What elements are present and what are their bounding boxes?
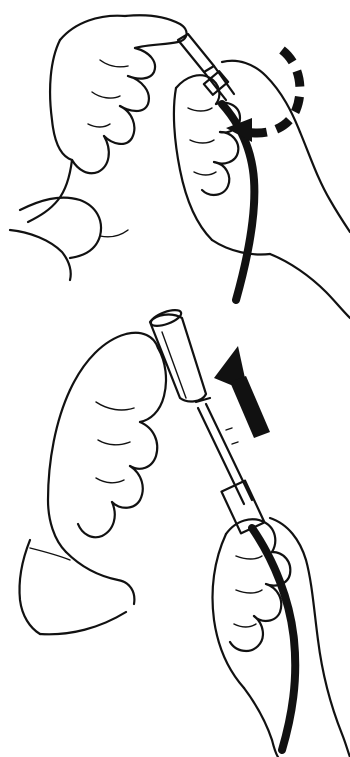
left-hand-bottom: [19, 333, 166, 635]
panel-2-remove-cap: [19, 307, 350, 757]
removed-cap: [149, 307, 206, 402]
twist-arrow-icon: [226, 50, 300, 142]
right-hand-bottom: [213, 518, 350, 757]
panel-1-twist-cap: [10, 15, 350, 318]
left-hand-top: [10, 15, 187, 280]
pull-up-arrow-icon: [214, 346, 270, 438]
right-hand-top: [174, 61, 350, 318]
connector-cap-top: [178, 34, 234, 100]
